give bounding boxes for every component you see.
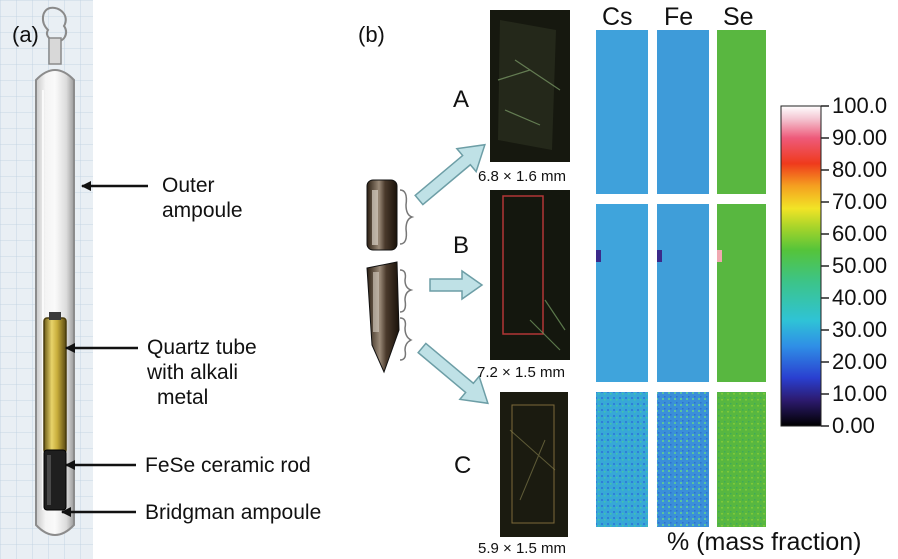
sample-b-label: B — [453, 232, 470, 259]
crystal-piece-bottom — [366, 261, 400, 374]
element-header-fe: Fe — [664, 3, 694, 31]
bracket-bottom — [399, 317, 413, 361]
fese-rod-image — [43, 449, 67, 511]
annotation-quartz-tube: Quartz tube with alkali metal — [147, 335, 257, 410]
block-arrow-to-a — [414, 143, 486, 206]
element-header-cs: Cs — [602, 3, 633, 31]
colorbar-tick-label: 100.0 — [832, 93, 888, 118]
colorbar — [780, 105, 822, 427]
map-b-se-mark — [717, 250, 722, 262]
sample-a-label: A — [453, 86, 470, 113]
colorbar-tick-label: 40.00 — [832, 285, 888, 310]
map-b-fe-mark — [657, 250, 662, 262]
bracket-middle — [399, 269, 414, 313]
colorbar-ticks — [821, 105, 829, 427]
map-b-cs-mark — [596, 250, 601, 262]
map-a-fe — [657, 30, 709, 194]
annotation-bridgman-ampoule: Bridgman ampoule — [145, 500, 321, 525]
colorbar-tick-label: 70.00 — [832, 189, 888, 214]
map-c-se — [717, 392, 766, 527]
annotation-quartz-tube-line3: metal — [157, 386, 209, 409]
colorbar-tick-label: 80.00 — [832, 157, 888, 182]
sample-c-label: C — [454, 452, 472, 479]
map-a-cs — [596, 30, 648, 194]
sample-b-photo — [490, 190, 570, 360]
colorbar-tick-label: 60.00 — [832, 221, 888, 246]
panel-b-label: (b) — [358, 22, 385, 47]
sample-a-size: 6.8 × 1.6 mm — [478, 168, 566, 185]
quartz-tube-image — [43, 312, 67, 454]
map-c-fe — [657, 392, 709, 527]
colorbar-tick-label: 20.00 — [832, 349, 888, 374]
colorbar-tick-label: 10.00 — [832, 381, 888, 406]
annotation-outer-ampoule-line2: ampoule — [162, 199, 243, 222]
colorbar-tick-label: 0.00 — [832, 413, 875, 438]
annotation-outer-ampoule-line1: Outer — [162, 174, 215, 197]
map-a-se — [717, 30, 766, 194]
map-c-cs — [596, 392, 648, 527]
sample-c-photo — [500, 392, 568, 537]
annotation-fese-rod-line1: FeSe ceramic rod — [145, 454, 311, 477]
crystal-piece-top — [366, 179, 398, 251]
colorbar-tick-label: 90.00 — [832, 125, 888, 150]
annotation-bridgman-ampoule-line1: Bridgman ampoule — [145, 501, 322, 524]
annotation-outer-ampoule: Outer ampoule — [162, 173, 243, 223]
panel-a-label: (a) — [12, 22, 39, 47]
block-arrow-to-c — [417, 342, 489, 405]
map-b-fe — [657, 204, 709, 382]
sample-b-size: 7.2 × 1.5 mm — [477, 364, 565, 381]
annotation-quartz-tube-line2: with alkali — [147, 361, 239, 384]
map-b-se — [717, 204, 766, 382]
sample-c-size: 5.9 × 1.5 mm — [478, 540, 566, 557]
annotation-quartz-tube-line1: Quartz tube — [147, 336, 257, 359]
element-header-se: Se — [723, 3, 754, 31]
annotation-fese-rod: FeSe ceramic rod — [145, 453, 311, 478]
sample-a-photo — [490, 10, 570, 162]
colorbar-tick-label: 30.00 — [832, 317, 888, 342]
bracket-top — [399, 189, 415, 245]
colorbar-unit-label: % (mass fraction) — [667, 528, 862, 556]
block-arrow-to-b — [429, 269, 484, 301]
map-b-cs — [596, 204, 648, 382]
colorbar-tick-label: 50.00 — [832, 253, 888, 278]
